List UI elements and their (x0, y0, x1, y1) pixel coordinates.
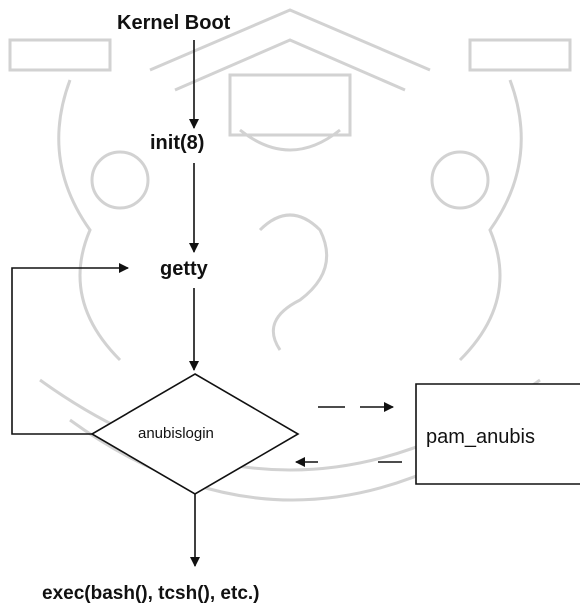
node-exec: exec(bash(), tcsh(), etc.) (42, 583, 260, 605)
node-kernel-boot: Kernel Boot (117, 12, 230, 35)
node-anubislogin: anubislogin (138, 425, 214, 442)
node-init: init(8) (150, 132, 204, 155)
node-getty: getty (160, 258, 208, 281)
edge-decision-getty (12, 268, 128, 434)
node-pam-anubis: pam_anubis (426, 426, 535, 449)
